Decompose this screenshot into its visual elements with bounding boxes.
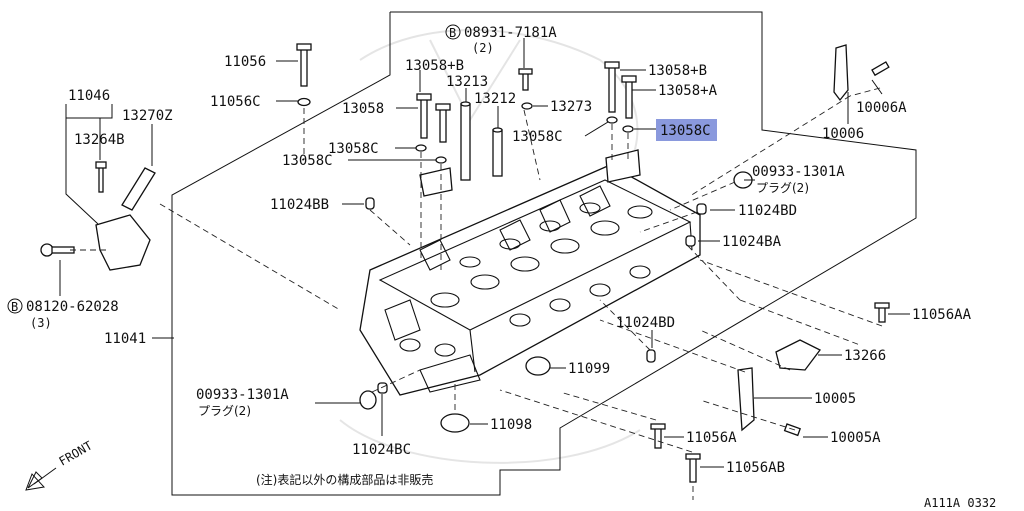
label-11056[interactable]: 11056 [224, 54, 266, 70]
label-10006[interactable]: 10006 [822, 126, 864, 142]
label-13058c-1[interactable]: 13058C [512, 129, 563, 145]
label-10006a[interactable]: 10006A [856, 100, 907, 116]
label-13058a[interactable]: 13058+A [658, 83, 718, 99]
label-08120-qty: (3) [30, 316, 52, 330]
label-11041[interactable]: 11041 [104, 331, 146, 347]
label-13058c-highlighted[interactable]: 13058C [660, 123, 711, 139]
label-10005a[interactable]: 10005A [830, 430, 881, 446]
label-13058c-3[interactable]: 13058C [282, 153, 333, 169]
cylinder-head-illustration [359, 149, 701, 396]
label-08931-qty: (2) [472, 41, 494, 55]
label-11056c[interactable]: 11056C [210, 94, 261, 110]
label-11024bb[interactable]: 11024BB [270, 197, 329, 213]
label-13058[interactable]: 13058 [342, 101, 384, 117]
part-labels: 11056 11056C 08931-7181A (2) 13058+B 132… [26, 25, 972, 476]
footnote: (注)表記以外の構成部品は非販売 [256, 472, 433, 487]
label-11056a[interactable]: 11056A [686, 430, 737, 446]
label-11056aa[interactable]: 11056AA [912, 307, 972, 323]
label-11024bd-top[interactable]: 11024BD [738, 203, 797, 219]
reference-code: A111A 0332 [924, 496, 996, 510]
label-00933-bottom-sub: プラグ(2) [198, 404, 251, 418]
label-13058b-right[interactable]: 13058+B [648, 63, 707, 79]
highlight-box [656, 119, 717, 141]
label-13270z[interactable]: 13270Z [122, 108, 173, 124]
label-11098[interactable]: 11098 [490, 417, 532, 433]
label-13264b[interactable]: 13264B [74, 132, 125, 148]
label-13213[interactable]: 13213 [446, 74, 488, 90]
dashed-lines [70, 87, 883, 500]
label-13266[interactable]: 13266 [844, 348, 886, 364]
label-11056ab[interactable]: 11056AB [726, 460, 785, 476]
assembly-frame [171, 11, 917, 496]
label-11046[interactable]: 11046 [68, 88, 110, 104]
label-00933-bottom[interactable]: 00933-1301A [196, 387, 289, 403]
circle-b-marker-left: B [7, 298, 23, 314]
label-13058c-2[interactable]: 13058C [328, 141, 379, 157]
label-08931[interactable]: 08931-7181A [464, 25, 557, 41]
label-11099[interactable]: 11099 [568, 361, 610, 377]
label-00933-top[interactable]: 00933-1301A [752, 164, 845, 180]
leader-lines [59, 38, 910, 468]
label-11024bc[interactable]: 11024BC [352, 442, 411, 458]
label-00933-top-sub: プラグ(2) [756, 181, 809, 195]
label-11024ba[interactable]: 11024BA [722, 234, 782, 250]
svg-text:B: B [11, 300, 18, 314]
label-08120[interactable]: 08120-62028 [26, 299, 119, 315]
label-13058b-top[interactable]: 13058+B [405, 58, 464, 74]
circle-b-marker-top: B [445, 24, 461, 40]
label-13273[interactable]: 13273 [550, 99, 592, 115]
label-11024bd-mid[interactable]: 11024BD [616, 315, 675, 331]
label-10005[interactable]: 10005 [814, 391, 856, 407]
front-arrow-icon [25, 467, 57, 491]
front-label: FRONT [57, 438, 95, 468]
small-parts [40, 43, 890, 483]
label-13212[interactable]: 13212 [474, 91, 516, 107]
svg-text:B: B [449, 26, 456, 40]
